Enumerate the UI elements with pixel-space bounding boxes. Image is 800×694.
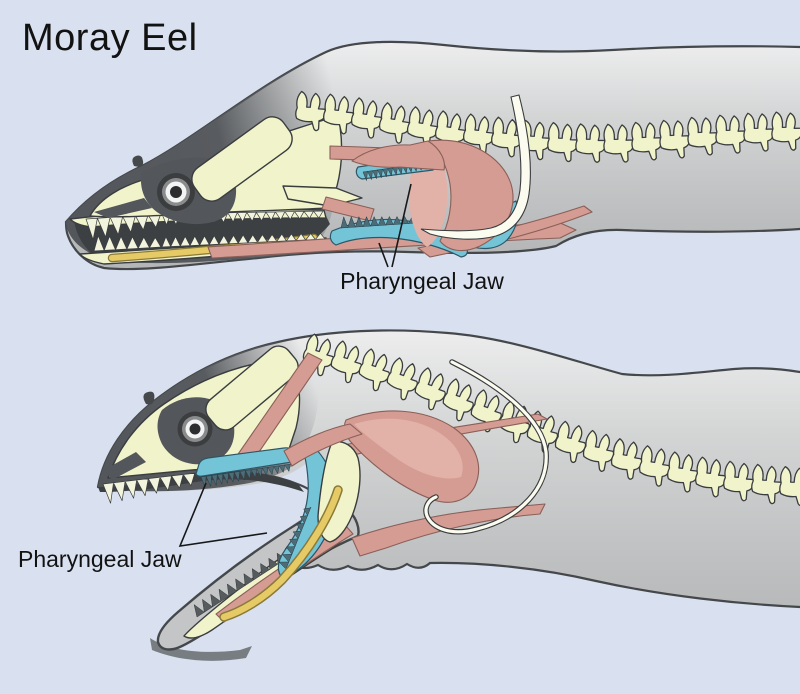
bottom-eel-pharyngeal-muscle-highlight [354,418,463,479]
top-eel-pharyngeal-muscle-cap [351,140,445,171]
bottom-eel-upper-lip-shadow [98,471,304,492]
diagram-title: Moray Eel [22,17,198,59]
bottom-eel-pharyngeal-muscle-cap [283,423,363,467]
bottom-eel-pharyngeal-upper-teeth [200,463,292,488]
bottom-eel-pharyngeal-lower-teeth [278,506,312,570]
bottom-eel-illustration [96,329,800,661]
pharyngeal-jaw-label-top: Pharyngeal Jaw [340,268,504,294]
top-eel-nostril-tube [132,155,144,167]
top-eel-eye [157,173,195,211]
bottom-eel-snout-slit [104,452,146,480]
top-eel-label-leader-lines [378,183,412,268]
bottom-eel-muscle-strap-sternohyoid [351,503,546,557]
bottom-eel-upper-teeth [102,472,197,504]
top-eel-illustration [64,40,800,271]
bottom-eel-jaw-tip-shadow [150,638,252,661]
bottom-eel-branchial-arch-bone [423,359,549,535]
top-eel-branchial-arch-bone [420,94,531,240]
bottom-eel-label-leader-lines [178,482,268,547]
top-eel-upper-fangs [85,213,163,240]
bottom-eel-eye [177,411,213,447]
top-eel-snout-slit [94,198,152,218]
top-eel-lower-fangs [93,235,163,252]
top-eel-pharyngeal-muscle-mass [427,139,514,252]
top-eel-shoulder-bone [191,116,293,202]
pharyngeal-jaw-label-bottom: Pharyngeal Jaw [18,546,182,572]
bottom-eel-shoulder-bone [205,345,299,431]
bottom-eel-hyoid-yellow-strip [220,486,342,621]
bottom-eel-nostril-tube [143,391,155,405]
